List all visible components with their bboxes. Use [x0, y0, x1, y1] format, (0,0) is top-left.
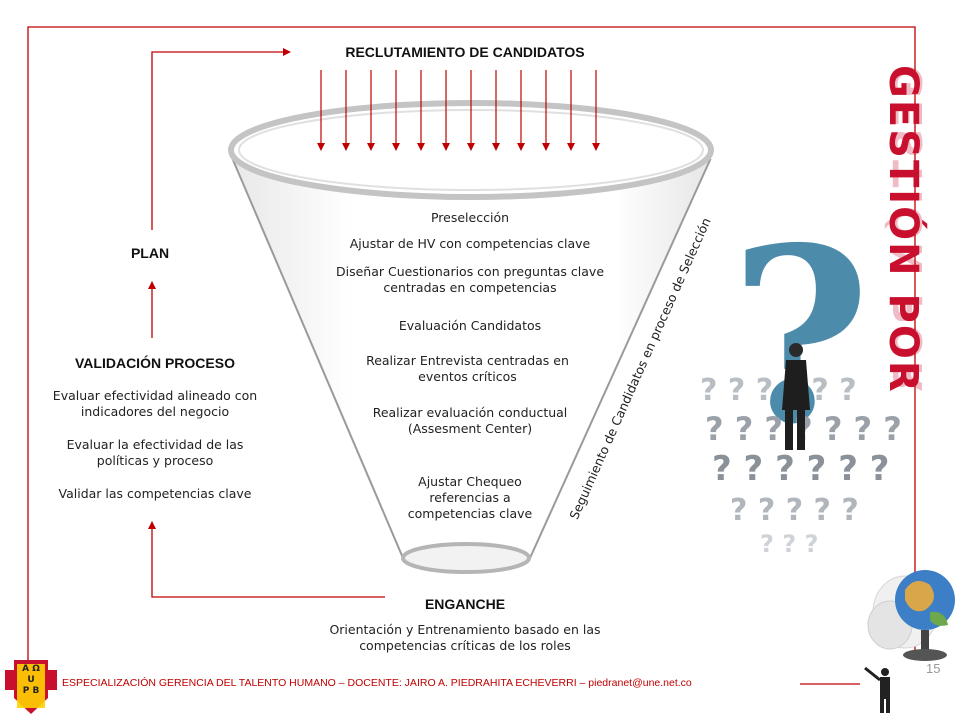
validation-title: VALIDACIÓN PROCESO — [75, 355, 235, 371]
university-logo — [5, 660, 57, 714]
funnel-step: Preselección — [430, 210, 510, 225]
svg-text:? ? ?: ? ? ? — [760, 530, 818, 558]
funnel-step: Evaluación Candidatos — [398, 318, 542, 333]
svg-text:? ? ? ? ? ?: ? ? ? ? ? ? — [700, 373, 857, 408]
plan-arrow — [151, 48, 291, 230]
validation-item: Evaluar efectividad alineado con indicad… — [52, 388, 258, 419]
question-mark-illustration: ? ? ? ? ? ? ? ? ? ? ? ? ? ? ? ? ? ? ? ? … — [700, 195, 902, 558]
brand-heading-reflection: GESTIÓN POR — [886, 65, 932, 394]
logo-letters: A Ω U P B — [17, 664, 45, 708]
svg-text:? ? ? ? ? ?: ? ? ? ? ? ? — [712, 449, 890, 489]
validation-item: Evaluar la efectividad de las políticas … — [66, 437, 244, 468]
logo-letter: B — [32, 686, 40, 696]
logo-letter: P — [22, 686, 30, 696]
logo-letter: A — [22, 664, 30, 674]
funnel-step: Realizar evaluación conductual (Assesmen… — [372, 405, 568, 436]
plan-label: PLAN — [130, 245, 170, 261]
recruitment-title: RECLUTAMIENTO DE CANDIDATOS — [345, 44, 585, 60]
enganche-title: ENGANCHE — [424, 596, 506, 612]
funnel-step: Ajustar Chequeo referencias a competenci… — [407, 474, 533, 521]
globe-illustration — [864, 570, 955, 713]
outer-frame-line — [27, 26, 916, 668]
enganche-to-validation-arrow — [148, 521, 385, 598]
enganche-text: Orientación y Entrenamiento basado en la… — [329, 622, 601, 653]
logo-letter: U — [27, 675, 35, 685]
funnel-step: Realizar Entrevista centradas en eventos… — [366, 353, 569, 384]
funnel-step: Ajustar de HV con competencias clave — [349, 236, 591, 251]
svg-text:? ? ? ? ?: ? ? ? ? ? — [730, 493, 859, 528]
validation-item: Validar las competencias clave — [58, 486, 252, 501]
page-number: 15 — [926, 661, 941, 676]
candidate-arrows — [317, 70, 600, 151]
footer-text: ESPECIALIZACIÓN GERENCIA DEL TALENTO HUM… — [62, 677, 692, 689]
logo-letter: Ω — [32, 664, 40, 674]
funnel-step: Diseñar Cuestionarios con preguntas clav… — [335, 264, 605, 295]
